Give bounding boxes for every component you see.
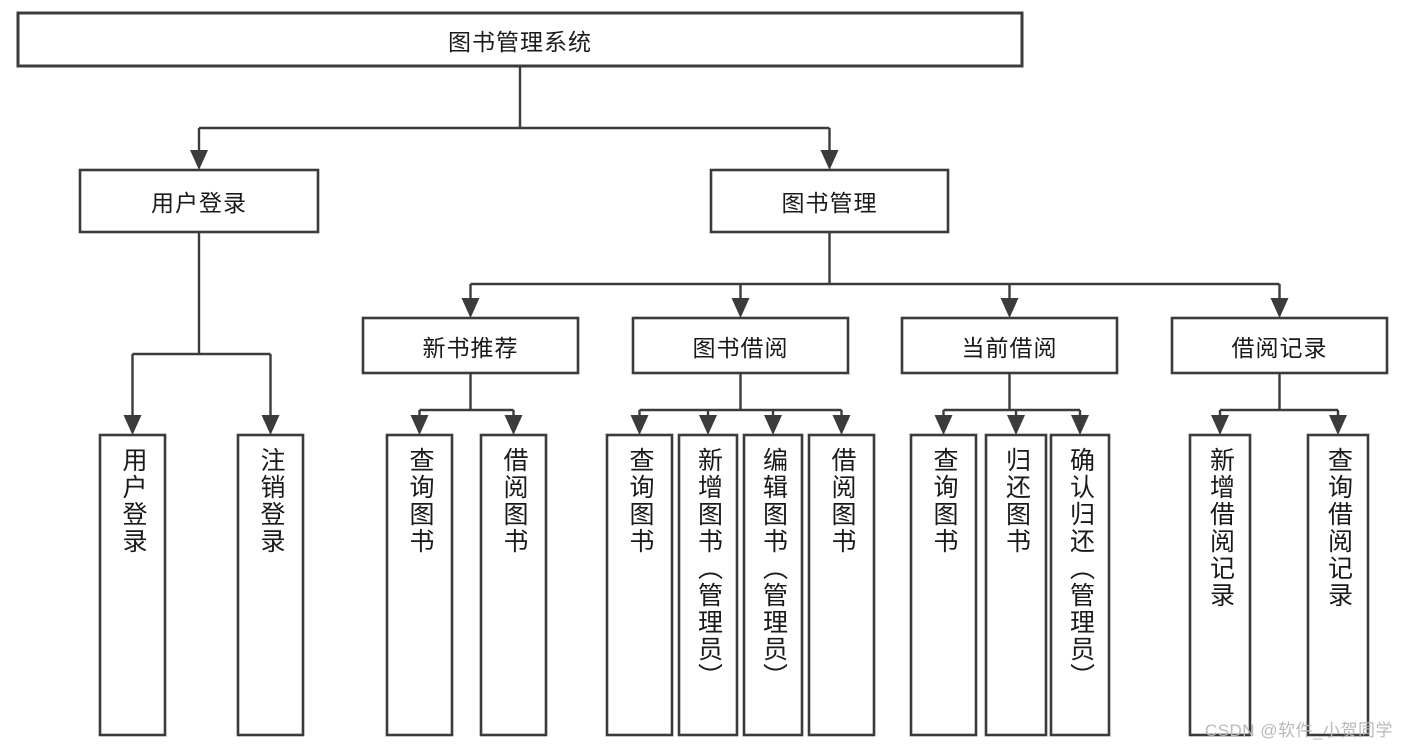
arrow-head-current-borrow-2 bbox=[1071, 415, 1089, 435]
arrow-head-book-manage-2 bbox=[1000, 298, 1019, 318]
arrow-head-root-0 bbox=[190, 150, 208, 170]
arrow-head-book-borrow-3 bbox=[832, 415, 851, 435]
node-box-leaf-return-book[interactable] bbox=[984, 433, 1048, 737]
node-box-leaf-query-book-current[interactable] bbox=[909, 433, 978, 737]
node-box-leaf-add-book-admin[interactable] bbox=[677, 433, 739, 737]
node-box-current-borrow[interactable] bbox=[900, 316, 1119, 375]
arrow-head-book-borrow-0 bbox=[630, 415, 649, 435]
node-box-book-borrow[interactable] bbox=[631, 316, 850, 375]
node-box-leaf-logout-login[interactable] bbox=[236, 433, 305, 737]
arrow-head-root-1 bbox=[820, 150, 839, 170]
node-box-leaf-query-book-borrow[interactable] bbox=[605, 433, 674, 737]
arrow-head-book-manage-0 bbox=[461, 298, 480, 318]
arrow-head-borrow-record-1 bbox=[1329, 415, 1347, 435]
node-box-leaf-edit-book-admin[interactable] bbox=[742, 433, 804, 737]
node-box-leaf-borrow-book-rec[interactable] bbox=[479, 433, 548, 737]
arrow-head-current-borrow-0 bbox=[934, 415, 953, 435]
node-box-leaf-query-borrow-record[interactable] bbox=[1306, 433, 1370, 737]
arrow-head-current-borrow-1 bbox=[1007, 415, 1025, 435]
arrow-head-book-manage-3 bbox=[1270, 298, 1289, 318]
node-box-leaf-confirm-return-admin[interactable] bbox=[1049, 433, 1111, 737]
arrow-head-book-manage-1 bbox=[731, 298, 750, 318]
connectors-layer bbox=[123, 66, 1347, 435]
node-box-new-book-recommend[interactable] bbox=[361, 316, 580, 375]
arrow-head-new-book-recommend-1 bbox=[504, 415, 523, 435]
arrow-head-book-borrow-2 bbox=[764, 415, 782, 435]
arrow-head-new-book-recommend-0 bbox=[410, 415, 429, 435]
nodes-layer bbox=[16, 11, 1389, 737]
node-box-leaf-add-borrow-record[interactable] bbox=[1188, 433, 1252, 737]
node-box-book-manage[interactable] bbox=[709, 168, 950, 234]
arrow-head-user-login-1 bbox=[261, 415, 280, 435]
node-box-leaf-borrow-book-borrow[interactable] bbox=[807, 433, 876, 737]
watermark-text: CSDN @软件_小贺同学 bbox=[1204, 721, 1393, 740]
arrow-head-borrow-record-0 bbox=[1211, 415, 1229, 435]
node-box-borrow-record[interactable] bbox=[1170, 316, 1389, 375]
node-box-leaf-query-book-rec[interactable] bbox=[385, 433, 454, 737]
node-box-user-login[interactable] bbox=[78, 168, 320, 234]
node-box-root[interactable] bbox=[16, 11, 1024, 68]
arrow-head-book-borrow-1 bbox=[699, 415, 717, 435]
arrow-head-user-login-0 bbox=[123, 415, 142, 435]
node-box-leaf-user-login[interactable] bbox=[98, 433, 167, 737]
